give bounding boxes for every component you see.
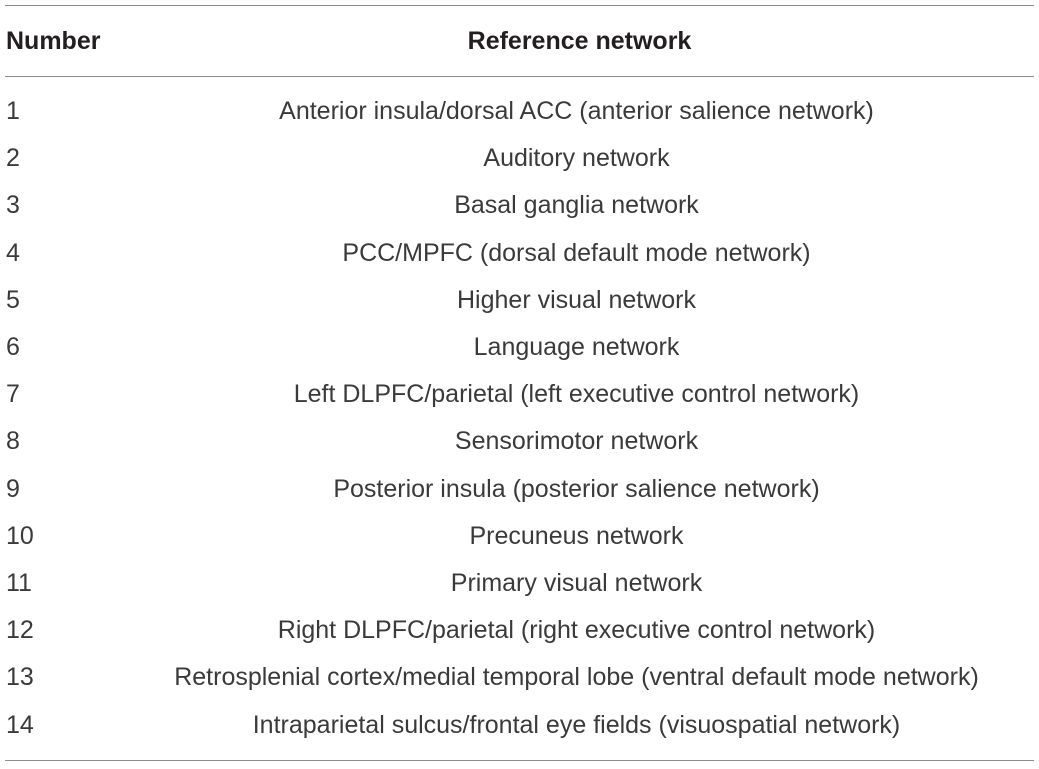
table-row: 12 Right DLPFC/parietal (right executive…	[5, 607, 1034, 654]
row-network: Higher visual network	[457, 285, 696, 314]
row-number: 2	[6, 144, 20, 173]
row-number: 3	[6, 191, 20, 220]
table-row: 6 Language network	[5, 324, 1034, 371]
row-number: 13	[6, 663, 34, 692]
row-network: Anterior insula/dorsal ACC (anterior sal…	[279, 97, 874, 126]
table-row: 1 Anterior insula/dorsal ACC (anterior s…	[5, 88, 1034, 135]
row-number: 6	[6, 333, 20, 362]
table-bottom-rule	[5, 759, 1034, 761]
row-number: 5	[6, 285, 20, 314]
row-number: 12	[6, 616, 34, 645]
row-number: 14	[6, 710, 34, 739]
table-row: 13 Retrosplenial cortex/medial temporal …	[5, 654, 1034, 701]
row-network: Precuneus network	[469, 521, 684, 550]
table-row: 14 Intraparietal sulcus/frontal eye fiel…	[5, 701, 1034, 748]
table-row: 3 Basal ganglia network	[5, 182, 1034, 229]
row-number: 1	[6, 97, 20, 126]
table-row: 4 PCC/MPFC (dorsal default mode network)	[5, 230, 1034, 277]
table-top-rule	[5, 5, 1034, 6]
table-row: 7 Left DLPFC/parietal (left executive co…	[5, 371, 1034, 418]
row-number: 11	[6, 568, 32, 597]
table-header-row: Number Reference network	[5, 6, 1034, 76]
table-body: 1 Anterior insula/dorsal ACC (anterior s…	[5, 77, 1034, 760]
table-header-rule	[5, 76, 1034, 77]
table-row: 2 Auditory network	[5, 135, 1034, 182]
row-network: Posterior insula (posterior salience net…	[333, 474, 820, 503]
reference-network-table: Number Reference network 1 Anterior insu…	[5, 0, 1034, 761]
table-row: 10 Precuneus network	[5, 513, 1034, 560]
row-network: PCC/MPFC (dorsal default mode network)	[342, 238, 811, 267]
row-number: 4	[6, 238, 20, 267]
row-network: Right DLPFC/parietal (right executive co…	[277, 616, 876, 645]
table-row: 5 Higher visual network	[5, 277, 1034, 324]
row-network: Language network	[473, 333, 680, 362]
header-reference-network: Reference network	[467, 26, 692, 55]
row-network: Primary visual network	[450, 568, 703, 597]
row-network: Left DLPFC/parietal (left executive cont…	[293, 380, 860, 409]
row-number: 10	[6, 521, 34, 550]
row-number: 9	[6, 474, 20, 503]
table-row: 9 Posterior insula (posterior salience n…	[5, 466, 1034, 513]
row-number: 7	[6, 380, 20, 409]
table-row: 11 Primary visual network	[5, 560, 1034, 607]
row-number: 8	[6, 427, 20, 456]
row-network: Retrosplenial cortex/medial temporal lob…	[174, 663, 979, 692]
table-row: 8 Sensorimotor network	[5, 418, 1034, 465]
row-network: Auditory network	[483, 144, 670, 173]
header-number: Number	[6, 26, 101, 55]
row-network: Basal ganglia network	[454, 191, 699, 220]
row-network: Sensorimotor network	[454, 427, 699, 456]
row-network: Intraparietal sulcus/frontal eye fields …	[252, 710, 901, 739]
